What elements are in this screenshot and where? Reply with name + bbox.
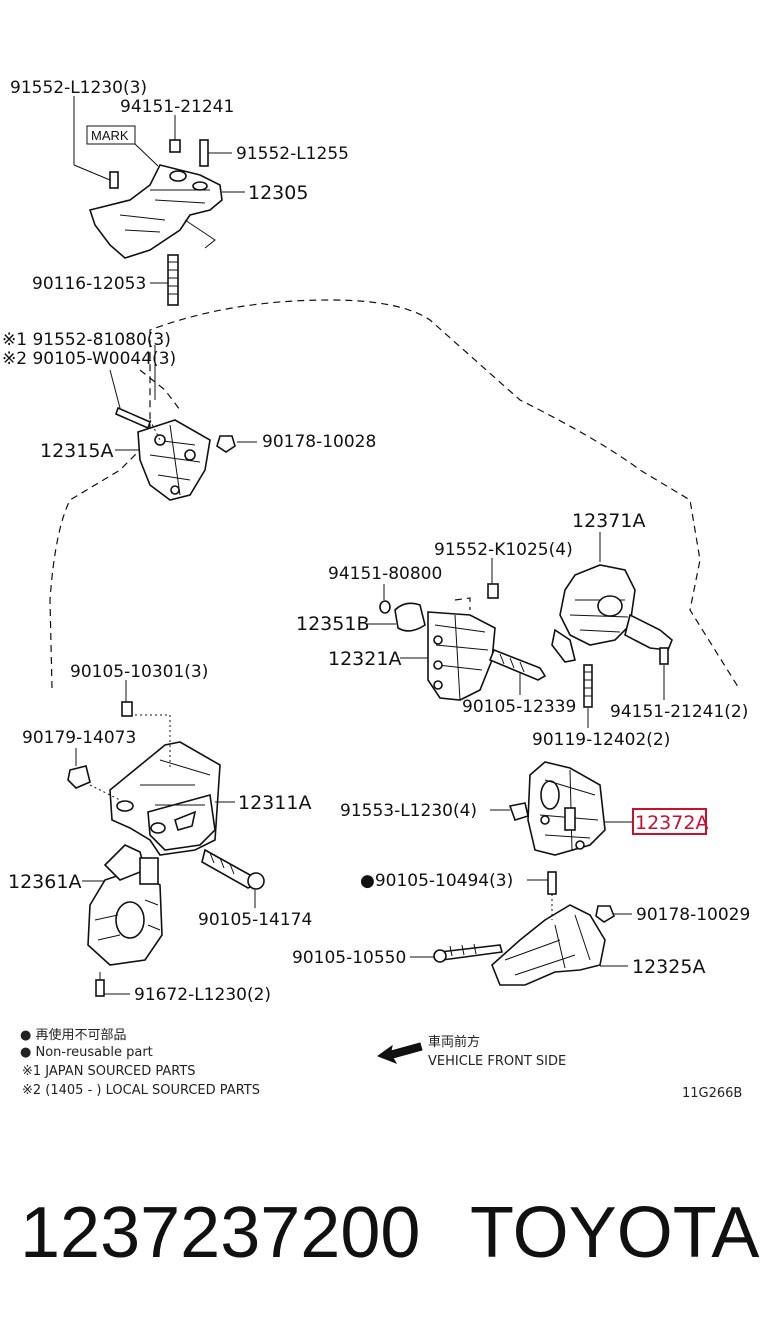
mount-12361A [87, 844, 163, 997]
label-90105-10494-3: ●90105-10494(3) [360, 871, 513, 891]
label-12371A: 12371A [572, 510, 645, 532]
label-91552-L1230-3: 91552-L1230(3) [10, 78, 147, 98]
engine-outline [49, 299, 741, 691]
label-12305: 12305 [248, 182, 308, 204]
bracket-12321A [379, 583, 547, 701]
bracket-12325A [433, 871, 615, 986]
front-arrow-icon [376, 1042, 423, 1064]
label-12321A: 12321A [328, 648, 401, 670]
label-12361A: 12361A [8, 871, 81, 893]
mount-12371A [551, 564, 673, 708]
legend-line-2: ● Non-reusable part [20, 1045, 153, 1060]
label-94151-80800: 94151-80800 [328, 564, 442, 584]
label-90179-14073: 90179-14073 [22, 728, 136, 748]
label-94151-21241-2: 94151-21241(2) [610, 702, 748, 722]
label-12325A: 12325A [632, 956, 705, 978]
part-number: 1237237200 [20, 1193, 421, 1273]
label-90178-10028: 90178-10028 [262, 432, 376, 452]
label-12372A[interactable]: 12372A [635, 812, 708, 834]
label-90116-12053: 90116-12053 [32, 274, 146, 294]
label-90105-14174: 90105-14174 [198, 910, 312, 930]
legend-line-4: ※2 (1405 - ) LOCAL SOURCED PARTS [22, 1083, 260, 1098]
diagram-code: 11G266B [682, 1086, 742, 1101]
label-91552-K1025-4: 91552-K1025(4) [434, 540, 573, 560]
label-91552-L1255: 91552-L1255 [236, 144, 349, 164]
label-mark: MARK [91, 128, 129, 143]
legend-line-3: ※1 JAPAN SOURCED PARTS [22, 1064, 196, 1079]
highlight-12372A [632, 808, 707, 835]
label-90105-W0044-3: ※2 90105-W0044(3) [2, 349, 176, 369]
label-91672-L1230-2: 91672-L1230(2) [134, 985, 271, 1005]
bracket-12311A [67, 701, 265, 890]
legend-line-1: ● 再使用不可部品 [20, 1027, 126, 1043]
mount-12305 [88, 139, 223, 306]
brand-name: TOYOTA [470, 1193, 760, 1273]
engine-outline-inner [139, 369, 181, 411]
label-94151-21241: 94151-21241 [120, 97, 234, 117]
label-90119-12402-2: 90119-12402(2) [532, 730, 670, 750]
front-label-en: VEHICLE FRONT SIDE [428, 1054, 566, 1069]
mount-12372A [508, 761, 606, 856]
label-12315A: 12315A [40, 440, 113, 462]
label-90178-10029: 90178-10029 [636, 905, 750, 925]
mark-box [86, 125, 136, 145]
label-90105-12339: 90105-12339 [462, 697, 576, 717]
label-90105-10301-3: 90105-10301(3) [70, 662, 208, 682]
label-91552-81080-3: ※1 91552-81080(3) [2, 330, 171, 350]
label-12311A: 12311A [238, 792, 311, 814]
label-12351B: 12351B [296, 613, 369, 635]
label-91553-L1230-4: 91553-L1230(4) [340, 801, 477, 821]
front-label-jp: 車両前方 [428, 1034, 480, 1050]
label-90105-10550: 90105-10550 [292, 948, 406, 968]
bracket-12315A [115, 406, 236, 501]
